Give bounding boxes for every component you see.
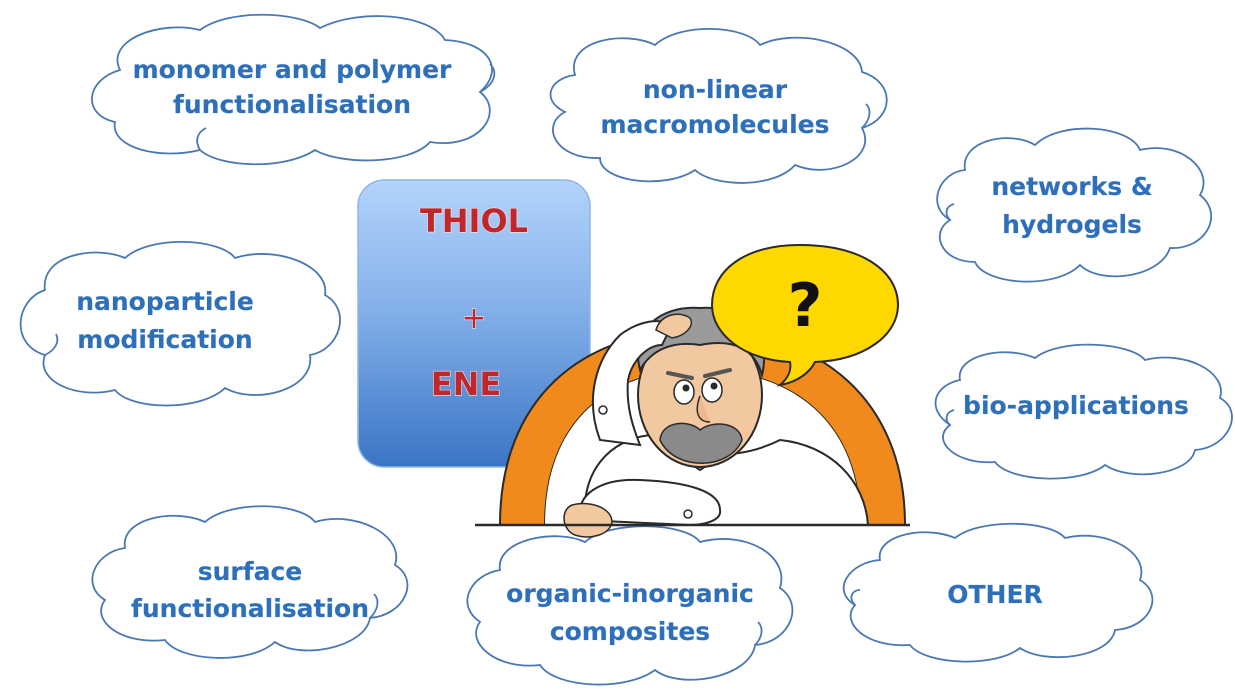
question-mark-icon: ? [788, 271, 823, 341]
cloud-surface-line-1: surface [198, 557, 303, 586]
cloud-monomer-functionalisation: monomer and polymer functionalisation [91, 13, 496, 166]
cloud-bio-line-1: bio-applications [963, 391, 1189, 420]
cloud-surface-line-2: functionalisation [131, 594, 369, 623]
cloud-outline [842, 522, 1154, 663]
cloud-nanoparticle-line-1: nanoparticle [76, 287, 254, 316]
question-speech-bubble: ? [710, 243, 900, 387]
man-eye-right [701, 377, 723, 403]
cloud-outline [936, 127, 1212, 283]
cloud-nonlinear-line-2: macromolecules [600, 110, 829, 139]
thiol-label: THIOL [420, 202, 528, 240]
cloud-other: OTHER [842, 522, 1154, 663]
thiol-ene-box: THIOL + ENE [357, 179, 591, 468]
cloud-other-line-1: OTHER [947, 580, 1043, 609]
cloud-organic-line-1: organic-inorganic [506, 579, 754, 608]
cloud-networks-hydrogels: networks & hydrogels [936, 127, 1212, 283]
ene-label: ENE [431, 365, 502, 403]
cloud-nonlinear-line-1: non-linear [643, 75, 788, 104]
cloud-monomer-line-2: functionalisation [173, 90, 411, 119]
cloud-outline [91, 13, 493, 166]
man-hand-raised [655, 313, 692, 339]
cloud-networks-line-2: hydrogels [1002, 210, 1142, 239]
cloud-surface-functionalisation: surface functionalisation [91, 505, 409, 659]
thinking-man-illustration [475, 306, 910, 538]
cloud-networks-line-1: networks & [991, 172, 1152, 201]
cloud-outline [549, 27, 888, 184]
center-box-background [357, 179, 591, 468]
cloud-organic-line-2: composites [550, 617, 710, 646]
man-moustache [659, 422, 743, 464]
cloud-nanoparticle-line-2: modification [77, 325, 252, 354]
plus-label: + [461, 301, 486, 336]
cloud-outline [934, 343, 1233, 480]
cloud-organic-inorganic-composites: organic-inorganic composites [466, 525, 794, 686]
cloud-monomer-line-1: monomer and polymer [133, 55, 452, 84]
speech-bubble-shape [710, 243, 900, 387]
man-hand-resting [563, 502, 613, 538]
cloud-nonlinear-macromolecules: non-linear macromolecules [549, 27, 888, 184]
cloud-outline [19, 240, 341, 407]
cloud-nanoparticle-modification: nanoparticle modification [19, 240, 341, 407]
cloud-bio-applications: bio-applications [934, 343, 1233, 480]
man-eye-left [673, 379, 695, 405]
man-resting-arm [578, 478, 722, 527]
